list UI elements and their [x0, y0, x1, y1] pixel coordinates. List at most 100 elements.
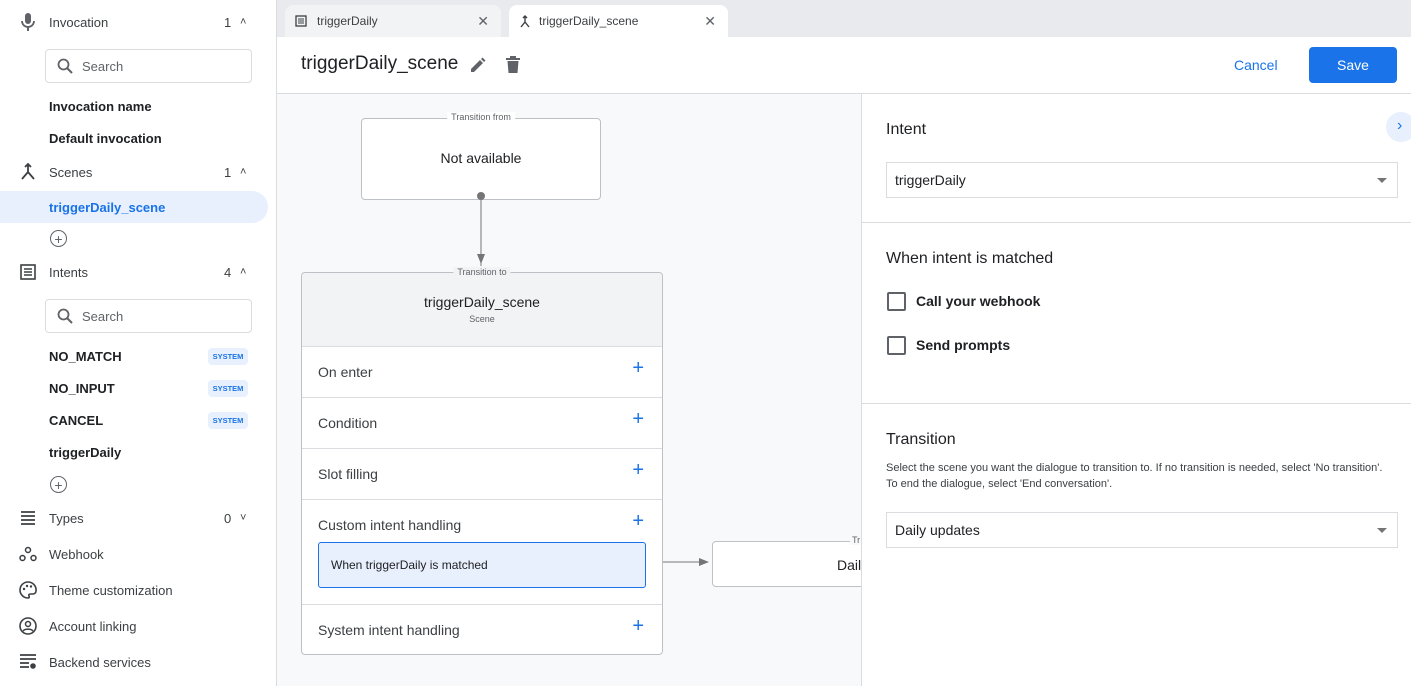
transition-description: Select the scene you want the dialogue t… — [886, 462, 1383, 490]
scene-title: triggerDaily_scene — [424, 294, 540, 310]
collapse-panel-chevron-icon[interactable]: › — [1386, 112, 1411, 142]
transition-select[interactable]: Daily updates — [886, 512, 1398, 548]
sidebar-item-backend-services[interactable]: Backend services — [0, 650, 276, 674]
sidebar-section-intents[interactable]: Intents 4 ˄ — [0, 260, 276, 284]
add-plus-icon[interactable]: + — [632, 459, 644, 481]
chevron-up-icon[interactable]: ˄ — [240, 266, 247, 278]
intent-handler-item[interactable]: When triggerDaily is matched — [318, 542, 646, 588]
intents-search-input[interactable]: Search — [45, 299, 252, 333]
cancel-button[interactable]: Cancel — [1234, 57, 1278, 73]
row-label: On enter — [318, 364, 373, 380]
dropdown-arrow-icon — [1377, 528, 1387, 533]
tab-label: triggerDaily — [317, 14, 378, 28]
sidebar-item-default-invocation[interactable]: Default invocation — [49, 131, 162, 146]
transition-from-value: Not available — [440, 150, 522, 166]
search-icon — [57, 308, 73, 324]
add-plus-icon[interactable]: + — [632, 510, 644, 532]
transition-from-box: Transition from Not available — [361, 112, 601, 200]
types-list-icon — [18, 508, 38, 528]
close-tab-icon[interactable]: ✕ — [704, 12, 716, 29]
transition-target-value: Dail — [837, 557, 861, 573]
save-button[interactable]: Save — [1309, 47, 1397, 83]
chevron-up-icon[interactable]: ˄ — [240, 16, 247, 28]
select-value: Daily updates — [895, 522, 980, 538]
add-plus-icon[interactable]: + — [632, 408, 644, 430]
section-count: 0 — [224, 510, 232, 526]
row-label: System intent handling — [318, 622, 460, 638]
sidebar-item-account-linking[interactable]: Account linking — [0, 614, 276, 638]
row-label: Condition — [318, 415, 378, 431]
chevron-down-icon[interactable]: ˅ — [240, 512, 247, 524]
sidebar-item-invocation-name[interactable]: Invocation name — [49, 99, 152, 114]
section-label: Scenes — [49, 164, 93, 180]
divider — [862, 222, 1411, 223]
intent-list-icon — [18, 262, 38, 282]
scene-canvas: Transition from Not available Transition… — [277, 94, 861, 686]
invocation-search-input[interactable]: Search — [45, 49, 252, 83]
tab-label: triggerDaily_scene — [539, 14, 639, 28]
sidebar-item-theme-customization[interactable]: Theme customization — [0, 578, 276, 602]
add-plus-icon[interactable]: + — [632, 615, 644, 637]
box-legend: Transition to — [453, 267, 511, 277]
transition-target-box[interactable]: Tr Dail — [712, 535, 861, 587]
nav-label: Webhook — [49, 546, 104, 562]
search-icon — [57, 58, 73, 74]
row-on-enter: On enter + — [302, 346, 662, 397]
scene-card-header: Transition to triggerDaily_scene Scene — [302, 267, 662, 346]
search-placeholder: Search — [82, 308, 124, 324]
page-header: triggerDaily_scene Cancel Save — [277, 37, 1411, 94]
system-badge: SYSTEM — [208, 348, 248, 365]
sidebar: Invocation 1 ˄ Search Invocation name De… — [0, 0, 277, 686]
close-tab-icon[interactable]: ✕ — [477, 12, 489, 29]
box-legend: Tr — [850, 535, 861, 545]
dropdown-arrow-icon — [1377, 178, 1387, 183]
delete-trash-icon[interactable] — [505, 55, 521, 74]
system-badge: SYSTEM — [208, 380, 248, 397]
sidebar-item-webhook[interactable]: Webhook — [0, 542, 276, 566]
row-custom-intent-handling: Custom intent handling+ When triggerDail… — [302, 499, 662, 604]
section-count: 1 — [224, 164, 232, 180]
intent-select[interactable]: triggerDaily — [886, 162, 1398, 198]
row-label: Slot filling — [318, 466, 378, 482]
scene-subtitle: Scene — [469, 314, 495, 324]
section-label: Invocation — [49, 14, 109, 30]
search-placeholder: Search — [82, 58, 124, 74]
nav-label: Theme customization — [49, 582, 173, 598]
sidebar-item-cancel[interactable]: CANCEL — [49, 413, 104, 428]
sidebar-item-triggerdaily[interactable]: triggerDaily — [49, 445, 122, 460]
scene-label: triggerDaily_scene — [49, 200, 166, 215]
sidebar-section-types[interactable]: Types 0 ˅ — [0, 506, 276, 530]
intent-panel: › Intent triggerDaily When intent is mat… — [861, 94, 1411, 686]
sidebar-item-triggerdaily-scene[interactable]: triggerDaily_scene — [0, 191, 268, 223]
send-prompts-checkbox[interactable] — [887, 336, 906, 355]
system-badge: SYSTEM — [208, 412, 248, 429]
row-system-intent-handling: System intent handling + — [302, 604, 662, 655]
sidebar-item-no-input[interactable]: NO_INPUT — [49, 381, 115, 396]
tab-bar: triggerDaily ✕ triggerDaily_scene ✕ — [277, 0, 1411, 37]
intent-heading: Intent — [886, 121, 927, 138]
intent-icon — [295, 15, 307, 27]
divider — [862, 403, 1411, 404]
webhook-icon — [18, 544, 38, 564]
nav-label: Backend services — [49, 654, 151, 670]
nav-label: Account linking — [49, 618, 137, 634]
account-circle-icon — [18, 616, 38, 636]
tab-triggerdaily-scene[interactable]: triggerDaily_scene ✕ — [509, 5, 728, 37]
box-legend: Transition from — [447, 112, 515, 122]
palette-icon — [18, 580, 38, 600]
edit-pencil-icon[interactable] — [469, 56, 487, 74]
call-webhook-checkbox[interactable] — [887, 292, 906, 311]
sidebar-section-invocation[interactable]: Invocation 1 ˄ — [0, 10, 276, 34]
tab-triggerdaily[interactable]: triggerDaily ✕ — [285, 5, 501, 37]
checkbox-label: Call your webhook — [916, 293, 1041, 309]
microphone-icon — [18, 12, 38, 32]
add-intent-icon[interactable]: + — [50, 476, 67, 493]
sidebar-section-scenes[interactable]: Scenes 1 ˄ — [0, 160, 276, 184]
sidebar-item-no-match[interactable]: NO_MATCH — [49, 349, 122, 364]
row-slot-filling: Slot filling + — [302, 448, 662, 499]
chevron-up-icon[interactable]: ˄ — [240, 166, 247, 178]
add-scene-icon[interactable]: + — [50, 230, 67, 247]
row-condition: Condition + — [302, 397, 662, 448]
add-plus-icon[interactable]: + — [632, 357, 644, 379]
section-count: 4 — [224, 264, 232, 280]
